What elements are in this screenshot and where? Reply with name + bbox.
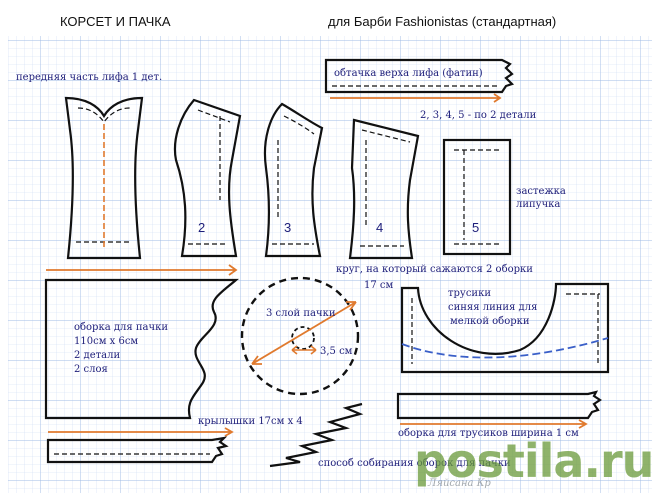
tutu-ruffle-grainline-arrow — [46, 264, 238, 276]
bodice-piece-4 — [348, 118, 420, 260]
title-right: для Барби Fashionistas (стандартная) — [328, 14, 557, 29]
front-bodice-piece — [64, 96, 144, 260]
panties-label: трусики — [448, 288, 491, 299]
blue-line-label-2: мелкой оборки — [450, 316, 530, 327]
panties-ruffle-arrow — [400, 419, 588, 429]
pieces-note: 2, 3, 4, 5 - по 2 детали — [420, 110, 537, 121]
tutu-ruffle-piece — [44, 278, 239, 420]
layer-label: 3 слой пачки — [266, 308, 336, 319]
piece-number-4: 4 — [376, 220, 384, 235]
circle-label: круг, на который сажаются 2 оборки — [336, 264, 533, 275]
panties-ruffle-strip — [396, 390, 602, 420]
front-bodice-label: передняя часть лифа 1 дет. — [16, 72, 163, 83]
panties-piece — [400, 282, 610, 374]
ruffle-label-line2: 110см х 6см — [74, 336, 139, 347]
circle-size-label: 17 см — [364, 280, 394, 291]
wings-label: крылышки 17см х 4 — [198, 416, 303, 427]
piece-number-2: 2 — [198, 220, 206, 235]
ruffle-label-line4: 2 слоя — [74, 364, 108, 375]
fastener-label-line2: липучка — [516, 199, 561, 210]
bodice-piece-5 — [442, 138, 512, 256]
panties-ruffle-label: оборка для трусиков ширина 1 см — [398, 428, 579, 439]
piece-number-5: 5 — [472, 220, 480, 235]
lining-grainline-arrow — [330, 93, 502, 103]
tutu-circle — [240, 276, 360, 396]
title-left: КОРСЕТ И ПАЧКА — [60, 14, 171, 29]
fastener-label-line1: застежка — [516, 186, 566, 197]
ruffle-label-line1: оборка для пачки — [74, 322, 169, 333]
bodice-piece-2 — [173, 98, 242, 258]
blue-line-label-1: синяя линия для — [448, 302, 538, 313]
wings-strip — [46, 436, 229, 464]
piece-number-3: 3 — [284, 220, 292, 235]
watermark-brand: postila.ru — [414, 434, 654, 488]
graph-paper-grid — [8, 36, 652, 493]
ruffle-label-line3: 2 детали — [74, 350, 121, 361]
gathering-zigzag — [269, 402, 364, 468]
inner-size-label: 3,5 см — [320, 346, 353, 357]
watermark-author: Ляйсана Кр — [428, 478, 491, 489]
gathering-label: способ собирания оборок для пачки — [318, 458, 511, 469]
wings-grainline-arrow — [48, 427, 234, 437]
lining-strip — [324, 58, 515, 94]
bodice-piece-3 — [263, 102, 324, 258]
lining-label: обтачка верха лифа (фатин) — [334, 68, 483, 79]
